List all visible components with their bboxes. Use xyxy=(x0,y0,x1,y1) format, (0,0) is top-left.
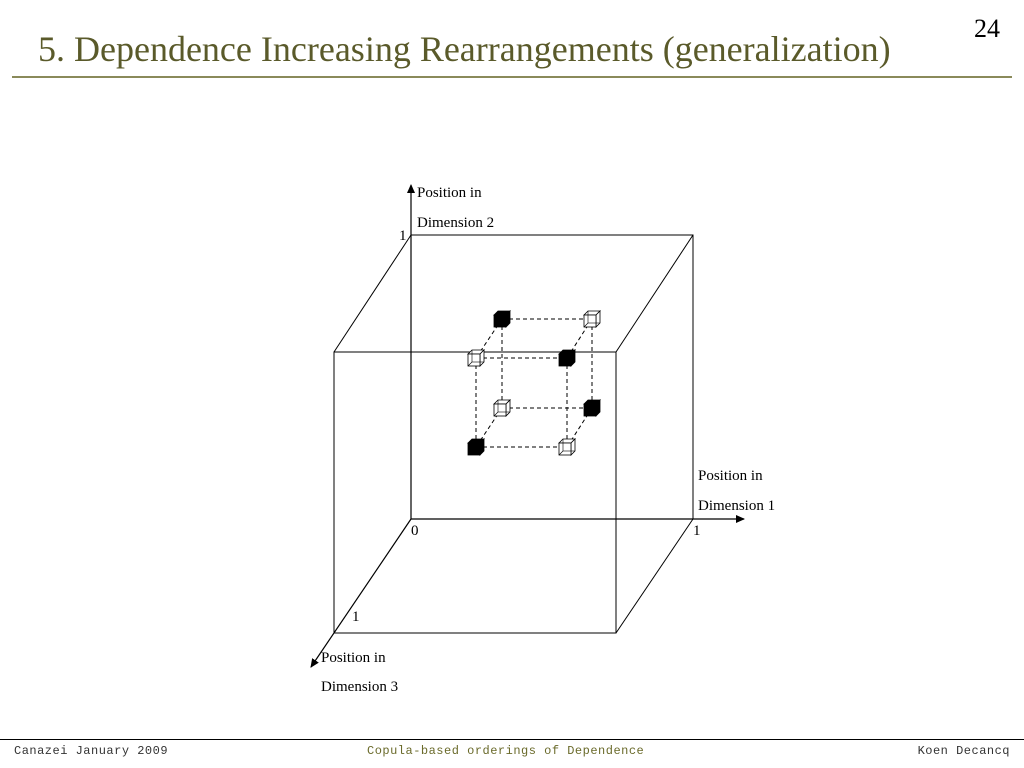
dimension-2-max-label: 1 xyxy=(399,228,407,244)
footer-date: Canazei January 2009 xyxy=(14,744,169,758)
vertex-marker-front-bottom-left xyxy=(467,438,485,456)
title-divider xyxy=(12,76,1012,78)
axis-dimension-1-label-line2: Dimension 1 xyxy=(698,498,775,514)
cube-back-face xyxy=(410,234,694,520)
vertex-marker-back-bottom-left xyxy=(493,399,511,417)
inner-dashed-cube xyxy=(475,318,593,448)
page-number: 24 xyxy=(974,14,1000,43)
vertex-marker-front-bottom-right xyxy=(558,438,576,456)
cube-edge-top-right xyxy=(615,234,694,353)
origin-label: 0 xyxy=(411,523,419,539)
cube-edge-bottom-right xyxy=(615,518,694,634)
axis-dimension-2-label-line2: Dimension 2 xyxy=(417,215,494,231)
dimension-3-max-label: 1 xyxy=(352,609,360,625)
vertex-marker-back-bottom-right xyxy=(583,399,601,417)
cube-edge-top-left xyxy=(333,234,412,353)
axis-dimension-3-label-line1: Position in xyxy=(321,650,386,666)
cube-front-face xyxy=(333,351,617,634)
dimension-1-max-label: 1 xyxy=(693,523,701,539)
slide-title: 5. Dependence Increasing Rearrangements … xyxy=(38,29,891,69)
footer-talk-title: Copula-based orderings of Dependence xyxy=(367,744,645,758)
vertex-marker-front-top-right xyxy=(558,349,576,367)
axis-dimension-3 xyxy=(310,518,412,668)
vertex-marker-back-top-right xyxy=(583,310,601,328)
vertex-markers xyxy=(467,310,601,456)
axis-dimension-1-label-line1: Position in xyxy=(698,468,763,484)
axis-dimension-3-label-line2: Dimension 3 xyxy=(321,679,398,695)
vertex-marker-back-top-left xyxy=(493,310,511,328)
footer-divider xyxy=(0,739,1024,740)
unit-cube-frame xyxy=(333,234,694,634)
axes xyxy=(310,184,745,668)
vertex-marker-front-top-left xyxy=(467,349,485,367)
axis-dimension-2-label-line1: Position in xyxy=(417,185,482,201)
footer-author: Koen Decancq xyxy=(917,744,1010,758)
